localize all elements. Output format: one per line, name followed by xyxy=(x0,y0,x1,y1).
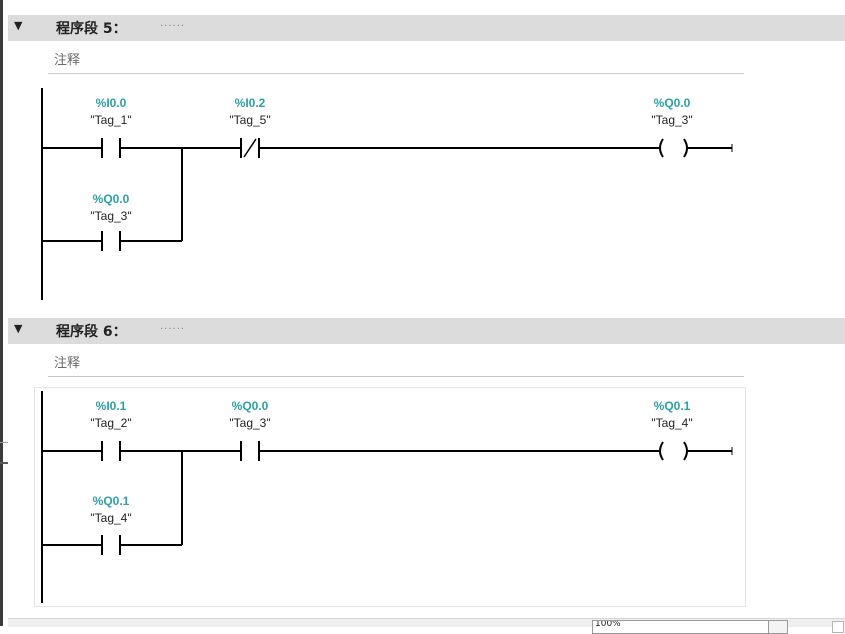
network-6-comment[interactable]: 注释 xyxy=(48,349,744,377)
left-border xyxy=(0,0,3,626)
coil-tag[interactable]: "Tag_4" xyxy=(651,416,692,430)
contact-no-q0-0[interactable] xyxy=(240,441,260,461)
network-title-placeholder[interactable]: ...... xyxy=(160,321,186,332)
coil-address[interactable]: %Q0.0 xyxy=(654,96,691,110)
network-title: 程序段 6： xyxy=(56,324,127,340)
network-6-area xyxy=(34,387,746,607)
left-tick xyxy=(0,462,8,464)
network-6-header[interactable]: ▼ 程序段 6： ...... xyxy=(8,318,845,344)
contact-tag[interactable]: "Tag_5" xyxy=(229,113,270,127)
coil-q0-1[interactable] xyxy=(659,441,688,461)
contact-address[interactable]: %Q0.0 xyxy=(232,399,269,413)
contact-tag[interactable]: "Tag_3" xyxy=(229,416,270,430)
contact-address[interactable]: %I0.2 xyxy=(235,96,266,110)
collapse-triangle-icon[interactable]: ▼ xyxy=(14,322,23,335)
network-title: 程序段 5： xyxy=(56,21,127,37)
contact-address[interactable]: %Q0.1 xyxy=(93,494,130,508)
contact-tag[interactable]: "Tag_1" xyxy=(90,113,131,127)
network-6-ladder: %I0.1 "Tag_2" %Q0.0 "Tag_3" %Q0.1 "Tag_4… xyxy=(0,391,760,607)
contact-no-i0-1[interactable] xyxy=(101,441,121,461)
contact-tag[interactable]: "Tag_2" xyxy=(90,416,131,430)
zoom-dropdown-button[interactable] xyxy=(768,620,788,634)
network-5-ladder: %I0.0 "Tag_1" %I0.2 "Tag_5" %Q0.0 "Tag_3… xyxy=(0,88,760,304)
contact-no-q0-1[interactable] xyxy=(101,535,121,555)
contact-address[interactable]: %I0.0 xyxy=(96,96,127,110)
zoom-select[interactable]: 100% xyxy=(592,620,770,634)
network-5-header[interactable]: ▼ 程序段 5： ...... xyxy=(8,15,845,41)
coil-tag[interactable]: "Tag_3" xyxy=(651,113,692,127)
left-tick xyxy=(0,442,8,443)
contact-nc-i0-2[interactable] xyxy=(240,138,260,158)
contact-no-i0-0[interactable] xyxy=(101,138,121,158)
contact-tag[interactable]: "Tag_3" xyxy=(90,209,131,223)
coil-address[interactable]: %Q0.1 xyxy=(654,399,691,413)
contact-address[interactable]: %Q0.0 xyxy=(93,192,130,206)
coil-q0-0[interactable] xyxy=(659,138,688,158)
network-title-placeholder[interactable]: ...... xyxy=(160,18,186,29)
contact-no-q0-0[interactable] xyxy=(101,231,121,251)
status-bar-button[interactable] xyxy=(832,621,844,633)
network-5-comment[interactable]: 注释 xyxy=(48,46,744,74)
status-bar xyxy=(8,618,845,627)
contact-tag[interactable]: "Tag_4" xyxy=(90,511,131,525)
collapse-triangle-icon[interactable]: ▼ xyxy=(14,19,23,32)
contact-address[interactable]: %I0.1 xyxy=(96,399,127,413)
